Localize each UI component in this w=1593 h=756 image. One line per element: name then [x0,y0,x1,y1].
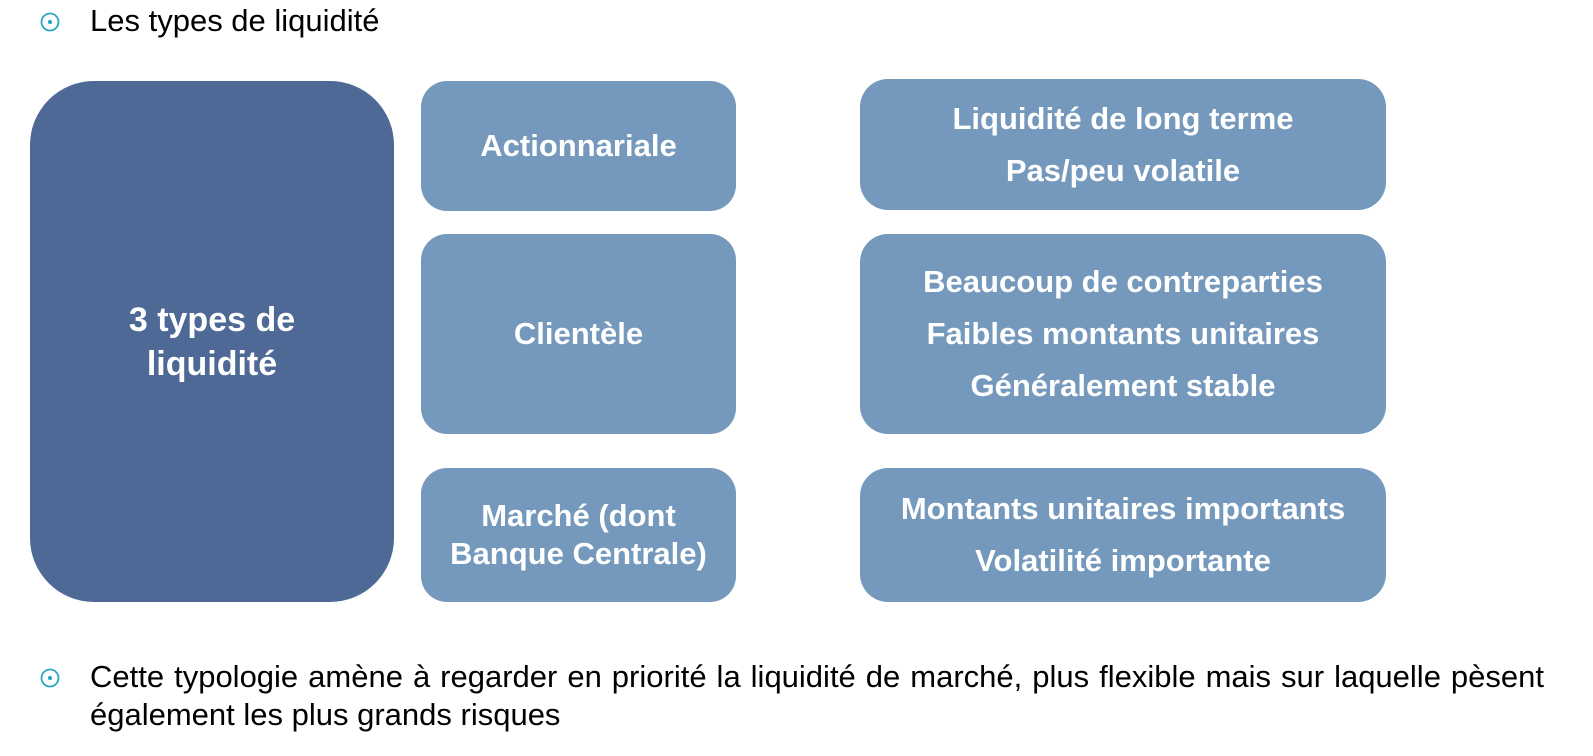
circle-dot-icon [40,12,60,32]
type-box-label: Clientèle [513,316,644,351]
type-box-marche: Marché (dont Banque Centrale) [421,468,736,602]
description-line: Pas/peu volatile [1005,152,1241,188]
description-line: Montants unitaires importants [900,491,1346,526]
description-box-clientele: Beaucoup de contreparties Faibles montan… [860,234,1386,434]
description-line: Liquidité de long terme [952,100,1294,136]
main-box-line: 3 types de [128,300,296,339]
description-line: Généralement stable [970,368,1276,403]
description-line: Beaucoup de contreparties [923,264,1323,299]
conclusion-text: Cette typologie amène à regarder en prio… [90,659,1544,732]
section-heading: Les types de liquidité [90,3,380,38]
main-box-line: liquidité [146,344,278,383]
bullet-item: Les types de liquidité [40,2,380,40]
description-box-marche: Montants unitaires importants Volatilité… [860,468,1386,602]
description-line: Volatilité importante [975,543,1271,578]
description-line: Faibles montants unitaires [926,316,1320,351]
description-box-actionnariale: Liquidité de long terme Pas/peu volatile [860,79,1386,210]
type-box-actionnariale: Actionnariale [421,81,736,211]
type-box-clientele: Clientèle [421,234,736,434]
type-box-label: Actionnariale [480,128,677,163]
circle-dot-icon [40,668,60,688]
main-concept-box: 3 types de liquidité [30,81,394,602]
bullet-item: Cette typologie amène à regarder en prio… [40,658,1544,734]
type-box-label: Banque Centrale) [450,536,707,571]
type-box-label: Marché (dont [481,498,676,533]
